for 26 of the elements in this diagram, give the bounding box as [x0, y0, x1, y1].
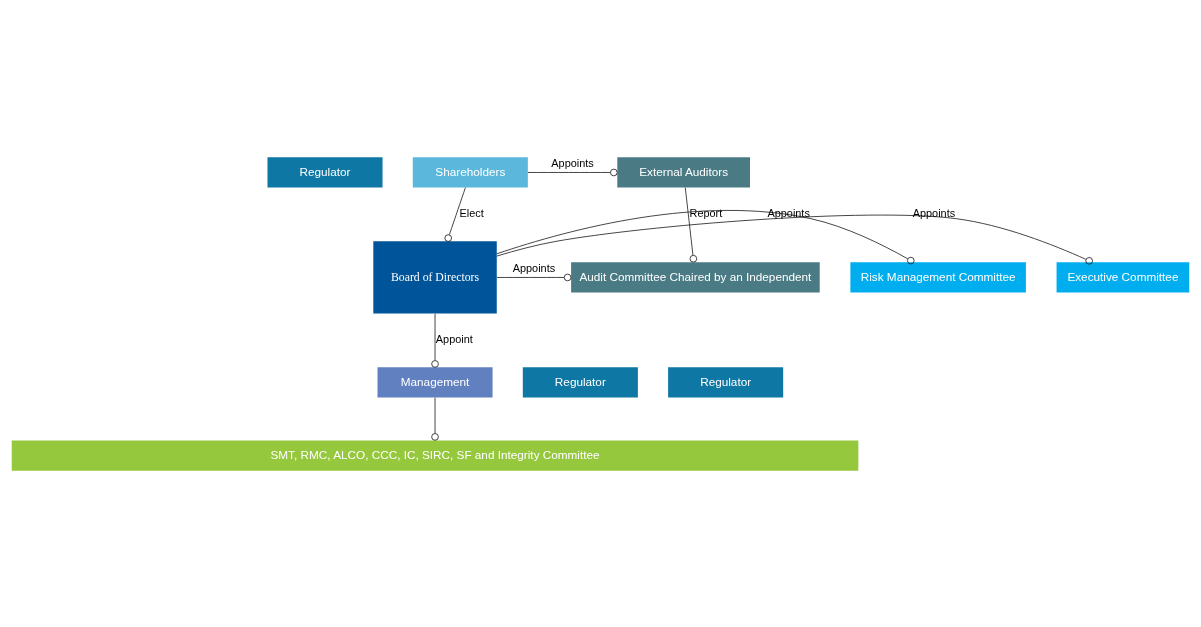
connector	[431, 396, 439, 441]
edge-label: Report	[689, 206, 723, 219]
edge-label: Appoints	[551, 156, 594, 169]
edge-label: Elect	[459, 206, 484, 219]
connector	[444, 186, 466, 242]
connector	[496, 209, 915, 264]
node-box: Regulator	[668, 366, 784, 398]
edge-label: Appoints	[912, 206, 956, 219]
connector	[527, 168, 618, 176]
edge-label: Appoints	[512, 261, 556, 274]
node-box: SMT, RMC, ALCO, CCC, IC, SIRC, SF and Integrity Committee	[11, 439, 859, 471]
connector	[431, 312, 439, 368]
node-box: Management	[377, 366, 493, 398]
edge-label: Appoints	[767, 206, 810, 219]
node-box: Audit Committee Chaired by an Independent	[571, 261, 820, 293]
node-box: Board of Directors	[373, 240, 497, 314]
node-box: Regulator	[267, 156, 383, 188]
connector	[684, 186, 698, 262]
node-box: Risk Management Committee	[850, 261, 1026, 293]
node-box: Executive Committee	[1056, 261, 1190, 293]
edge-label: Appoint	[435, 332, 473, 345]
node-box: External Auditors	[617, 156, 750, 188]
connector	[496, 214, 1093, 265]
node-box: Shareholders	[412, 156, 528, 188]
connector	[496, 273, 572, 281]
node-box: Regulator	[522, 366, 638, 398]
